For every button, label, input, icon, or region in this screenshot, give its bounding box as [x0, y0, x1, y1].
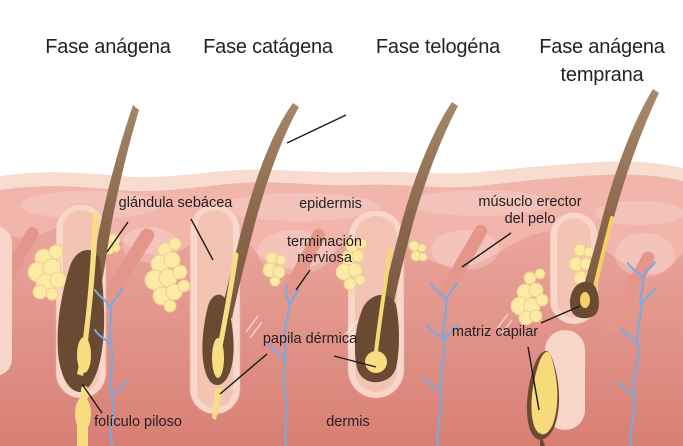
gland-telogen-right — [408, 240, 428, 262]
hair-matrix-pointer-down — [527, 346, 540, 411]
phase-title-anagen: Fase anágena — [45, 36, 171, 58]
pointer-lines — [81, 114, 581, 414]
vessel-3 — [423, 282, 459, 446]
sebaceous-gland-pointer-right — [190, 218, 214, 261]
hair-telogen — [378, 102, 458, 322]
sebaceous-gland-pointer-left — [106, 221, 129, 253]
vessel-4 — [617, 261, 656, 446]
label-hair-follicle: folículo piloso — [94, 414, 182, 430]
label-hair-matrix: matriz capilar — [451, 324, 539, 340]
label-sebaceous-gland: glándula sebácea — [118, 195, 233, 211]
gland-catagen-right — [262, 251, 287, 287]
vessel-2 — [268, 285, 300, 446]
gland-early-anagen-left — [510, 268, 549, 326]
hair-matrix-pointer-up — [540, 305, 581, 324]
nerve-vessels — [94, 261, 656, 446]
gland-telogen-left — [335, 238, 368, 291]
erector-muscle-pointer — [461, 232, 512, 268]
hair-shaft-pointer — [286, 114, 347, 144]
erector-pili-muscles — [0, 224, 655, 333]
nerve-ending-pointer — [295, 269, 311, 291]
label-dermal-papilla: papila dérmica — [262, 331, 358, 347]
dermal-papilla-pointer-left — [219, 353, 268, 395]
gland-anagen-left — [27, 244, 67, 301]
phase-title-catagen: Fase catágena — [203, 36, 333, 58]
label-erector-muscle: músuclo erector del pelo — [478, 194, 582, 227]
vessel-1 — [94, 288, 127, 446]
hair-early-anagen — [580, 89, 659, 302]
hair-bulbs-and-roots — [57, 212, 614, 446]
epidermis-highlights — [20, 190, 683, 277]
label-dermis: dermis — [326, 414, 370, 430]
phase-title-early-anagen: Fase anágena temprana — [539, 36, 665, 86]
label-nerve-ending: terminación nerviosa — [287, 234, 362, 266]
dermal-papilla-pointer-right — [333, 355, 377, 368]
phase-title-telogen: Fase telogéna — [375, 36, 501, 58]
gland-catagen-left — [144, 237, 191, 313]
label-epidermis: epidermis — [299, 196, 362, 212]
sebaceous-glands — [27, 232, 596, 326]
hair-catagen — [220, 103, 299, 318]
hair-follicle-pointer — [81, 383, 103, 414]
